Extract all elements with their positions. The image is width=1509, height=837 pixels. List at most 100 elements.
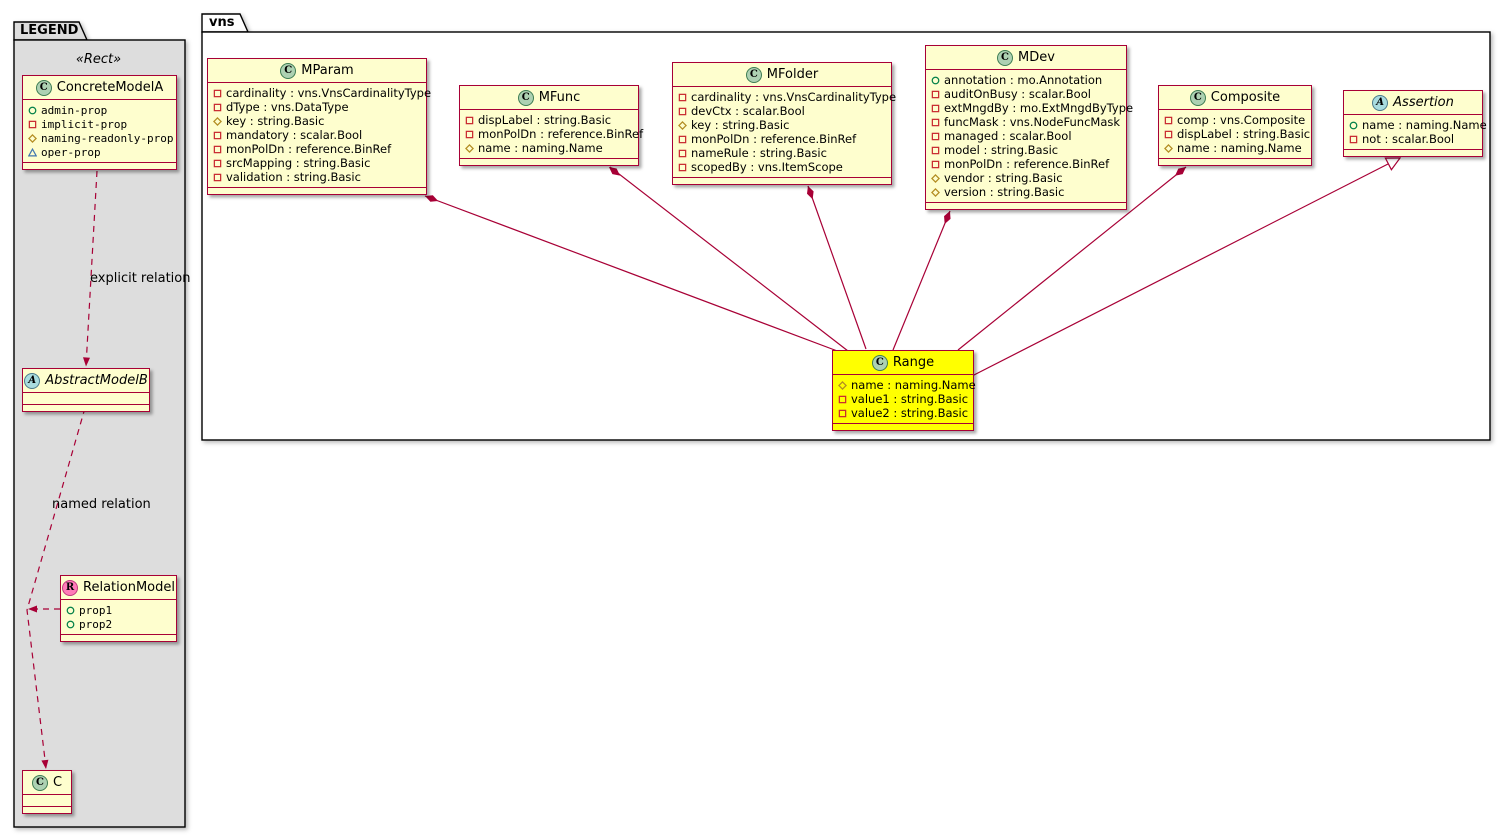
protected-field-icon: [28, 133, 37, 143]
public-field-icon: [28, 106, 37, 115]
attribute-text: monPolDn : reference.BinRef: [691, 132, 857, 146]
class-attribute: devCtx : scalar.Bool: [678, 104, 886, 118]
attribute-text: comp : vns.Composite: [1177, 113, 1306, 127]
private-field-icon: [678, 135, 687, 144]
class-attribute: cardinality : vns.VnsCardinalityType: [678, 90, 896, 104]
class-attribute: vendor : string.Basic: [931, 171, 1121, 185]
private-field-icon: [931, 90, 940, 99]
protected-field-icon: [931, 173, 940, 183]
class-icon: C: [517, 89, 534, 106]
attribute-text: prop2: [79, 617, 113, 631]
attribute-text: extMngdBy : mo.ExtMngdByType: [944, 101, 1134, 115]
attribute-text: cardinality : vns.VnsCardinalityType: [226, 86, 432, 100]
class-name: MParam: [301, 63, 354, 78]
attribute-text: srcMapping : string.Basic: [226, 156, 371, 170]
edge-label-named-relation: named relation: [52, 497, 151, 512]
arrowhead-c: [41, 759, 49, 769]
class-attribute: monPolDn : reference.BinRef: [931, 157, 1121, 171]
class-attribute: not : scalar.Bool: [1349, 132, 1477, 146]
vns-edges: [424, 157, 1402, 377]
private-field-icon: [213, 103, 222, 112]
attribute-text: monPolDn : reference.BinRef: [226, 142, 392, 156]
legend-package-body: [13, 39, 186, 828]
attribute-text: not : scalar.Bool: [1362, 132, 1455, 146]
class-attribute: monPolDn : reference.BinRef: [678, 132, 886, 146]
class-mfolder: C MFolder cardinality : vns.VnsCardinali…: [672, 62, 896, 185]
class-attribute: monPolDn : reference.BinRef: [213, 142, 421, 156]
class-attribute: cardinality : vns.VnsCardinalityType: [213, 86, 431, 100]
vns-package-title: vns: [209, 15, 235, 30]
protected-field-icon: [213, 116, 222, 126]
class-attribute: naming-readonly-prop: [28, 131, 173, 145]
class-attribute: key : string.Basic: [213, 114, 421, 128]
attribute-text: model : string.Basic: [944, 143, 1059, 157]
methods-compartment: [61, 635, 176, 641]
private-field-icon: [1164, 116, 1173, 125]
methods-compartment: [460, 159, 638, 165]
edge-abstractmodelb-c: [26, 407, 86, 769]
class-name: C: [52, 775, 63, 790]
class-name: Assertion: [1393, 95, 1454, 110]
class-attribute: auditOnBusy : scalar.Bool: [931, 87, 1121, 101]
relation-class-icon: R: [62, 579, 79, 596]
legend-package-shape: [13, 21, 186, 828]
private-field-icon: [28, 120, 37, 129]
private-field-icon: [213, 159, 222, 168]
class-header: C MParam: [208, 59, 426, 83]
attributes-compartment: [23, 795, 71, 807]
arrowhead-relationmodel-link: [28, 605, 37, 613]
edge-range-mdev: [892, 210, 951, 351]
methods-compartment: [673, 178, 891, 184]
methods-compartment: [1344, 150, 1482, 156]
methods-compartment: [23, 163, 176, 169]
private-field-icon: [931, 160, 940, 169]
protected-field-icon: [465, 143, 474, 153]
attribute-text: name : naming.Name: [1362, 118, 1487, 132]
class-name: Composite: [1210, 90, 1281, 105]
class-attribute: prop1: [66, 603, 171, 617]
attribute-text: mandatory : scalar.Bool: [226, 128, 363, 142]
edge-range-composite: [957, 166, 1187, 351]
attribute-text: annotation : mo.Annotation: [944, 73, 1103, 87]
class-icon: C: [280, 62, 297, 79]
public-field-icon: [1349, 121, 1358, 130]
protected-field-icon: [838, 380, 847, 390]
public-field-icon: [66, 606, 75, 615]
protected-field-icon: [931, 187, 940, 197]
methods-compartment: [833, 424, 973, 430]
class-header: A Assertion: [1344, 91, 1482, 115]
abstract-class-icon: A: [1372, 94, 1389, 111]
class-attribute: monPolDn : reference.BinRef: [465, 127, 643, 141]
composition-diamond-mparam: [425, 195, 439, 202]
class-header: C ConcreteModelA: [23, 76, 176, 100]
class-c: C C: [22, 770, 72, 814]
class-name: ConcreteModelA: [56, 80, 164, 95]
private-field-icon: [213, 173, 222, 182]
private-field-icon: [678, 163, 687, 172]
composition-diamond-composite: [1175, 167, 1186, 176]
class-attribute: implicit-prop: [28, 117, 171, 131]
class-header: A AbstractModelB: [23, 369, 149, 393]
attribute-text: name : naming.Name: [478, 141, 603, 155]
public-field-icon: [66, 620, 75, 629]
class-icon: C: [35, 79, 52, 96]
attribute-text: admin-prop: [41, 103, 108, 117]
methods-compartment: [208, 188, 426, 194]
class-name: MFunc: [538, 90, 581, 105]
class-name: MFolder: [766, 67, 819, 82]
attribute-text: oper-prop: [41, 145, 101, 159]
attribute-text: vendor : string.Basic: [944, 171, 1063, 185]
legend-edges: [26, 170, 98, 769]
attribute-text: dType : vns.DataType: [226, 100, 349, 114]
private-field-icon: [213, 145, 222, 154]
attribute-text: key : string.Basic: [691, 118, 790, 132]
class-attribute: name : naming.Name: [838, 378, 976, 392]
